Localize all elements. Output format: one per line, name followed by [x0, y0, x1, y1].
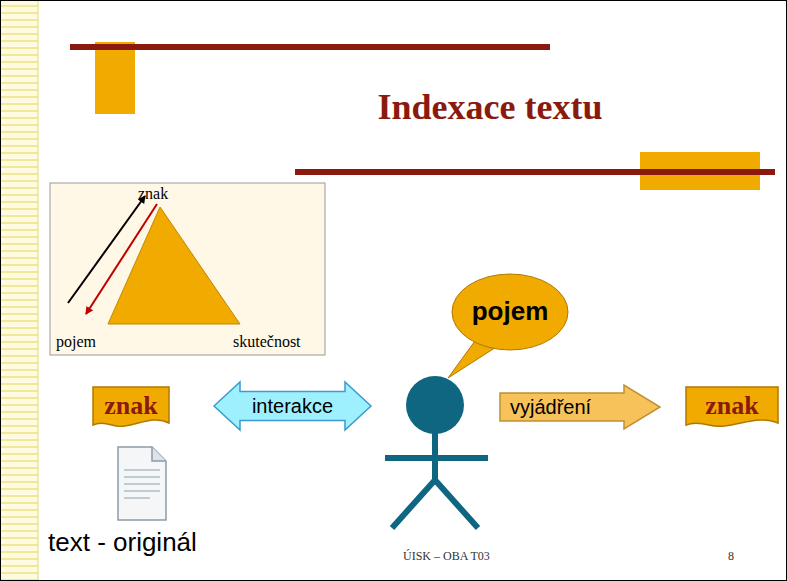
node-text: interakce: [252, 395, 333, 418]
arrow-down: [86, 204, 157, 314]
sign-box: znak: [686, 387, 778, 429]
footer-text: ÚISK – OBA T03: [403, 549, 490, 564]
title-rule: [295, 169, 775, 175]
document-caption: text - originál: [48, 527, 197, 558]
expression-arrow: vyjádření: [500, 385, 660, 429]
triangle-label: znak: [138, 185, 168, 203]
document-icon: [118, 447, 166, 520]
semiotic-inset: znak pojem skutečnost: [50, 183, 325, 355]
person-figure: [385, 376, 488, 528]
inset-panel: [50, 183, 325, 355]
concept-bubble: pojem: [452, 274, 568, 350]
triangle-label: skutečnost: [233, 333, 301, 351]
accent-block: [95, 42, 135, 114]
semiotic-triangle: [108, 207, 240, 324]
arrow-up: [68, 196, 145, 303]
triangle-label: pojem: [56, 333, 96, 351]
node-text: znak: [705, 391, 758, 421]
title-rule: [70, 44, 550, 50]
side-strip: [0, 0, 38, 581]
node-text: vyjádření: [510, 396, 591, 419]
sign-box: znak: [93, 387, 169, 429]
interaction-arrow: interakce: [214, 382, 371, 430]
slide-title: Indexace textu: [290, 86, 690, 128]
strip-edge: [38, 0, 39, 581]
page-number: 8: [728, 549, 734, 564]
node-text: znak: [104, 391, 157, 421]
node-text: pojem: [472, 297, 549, 327]
